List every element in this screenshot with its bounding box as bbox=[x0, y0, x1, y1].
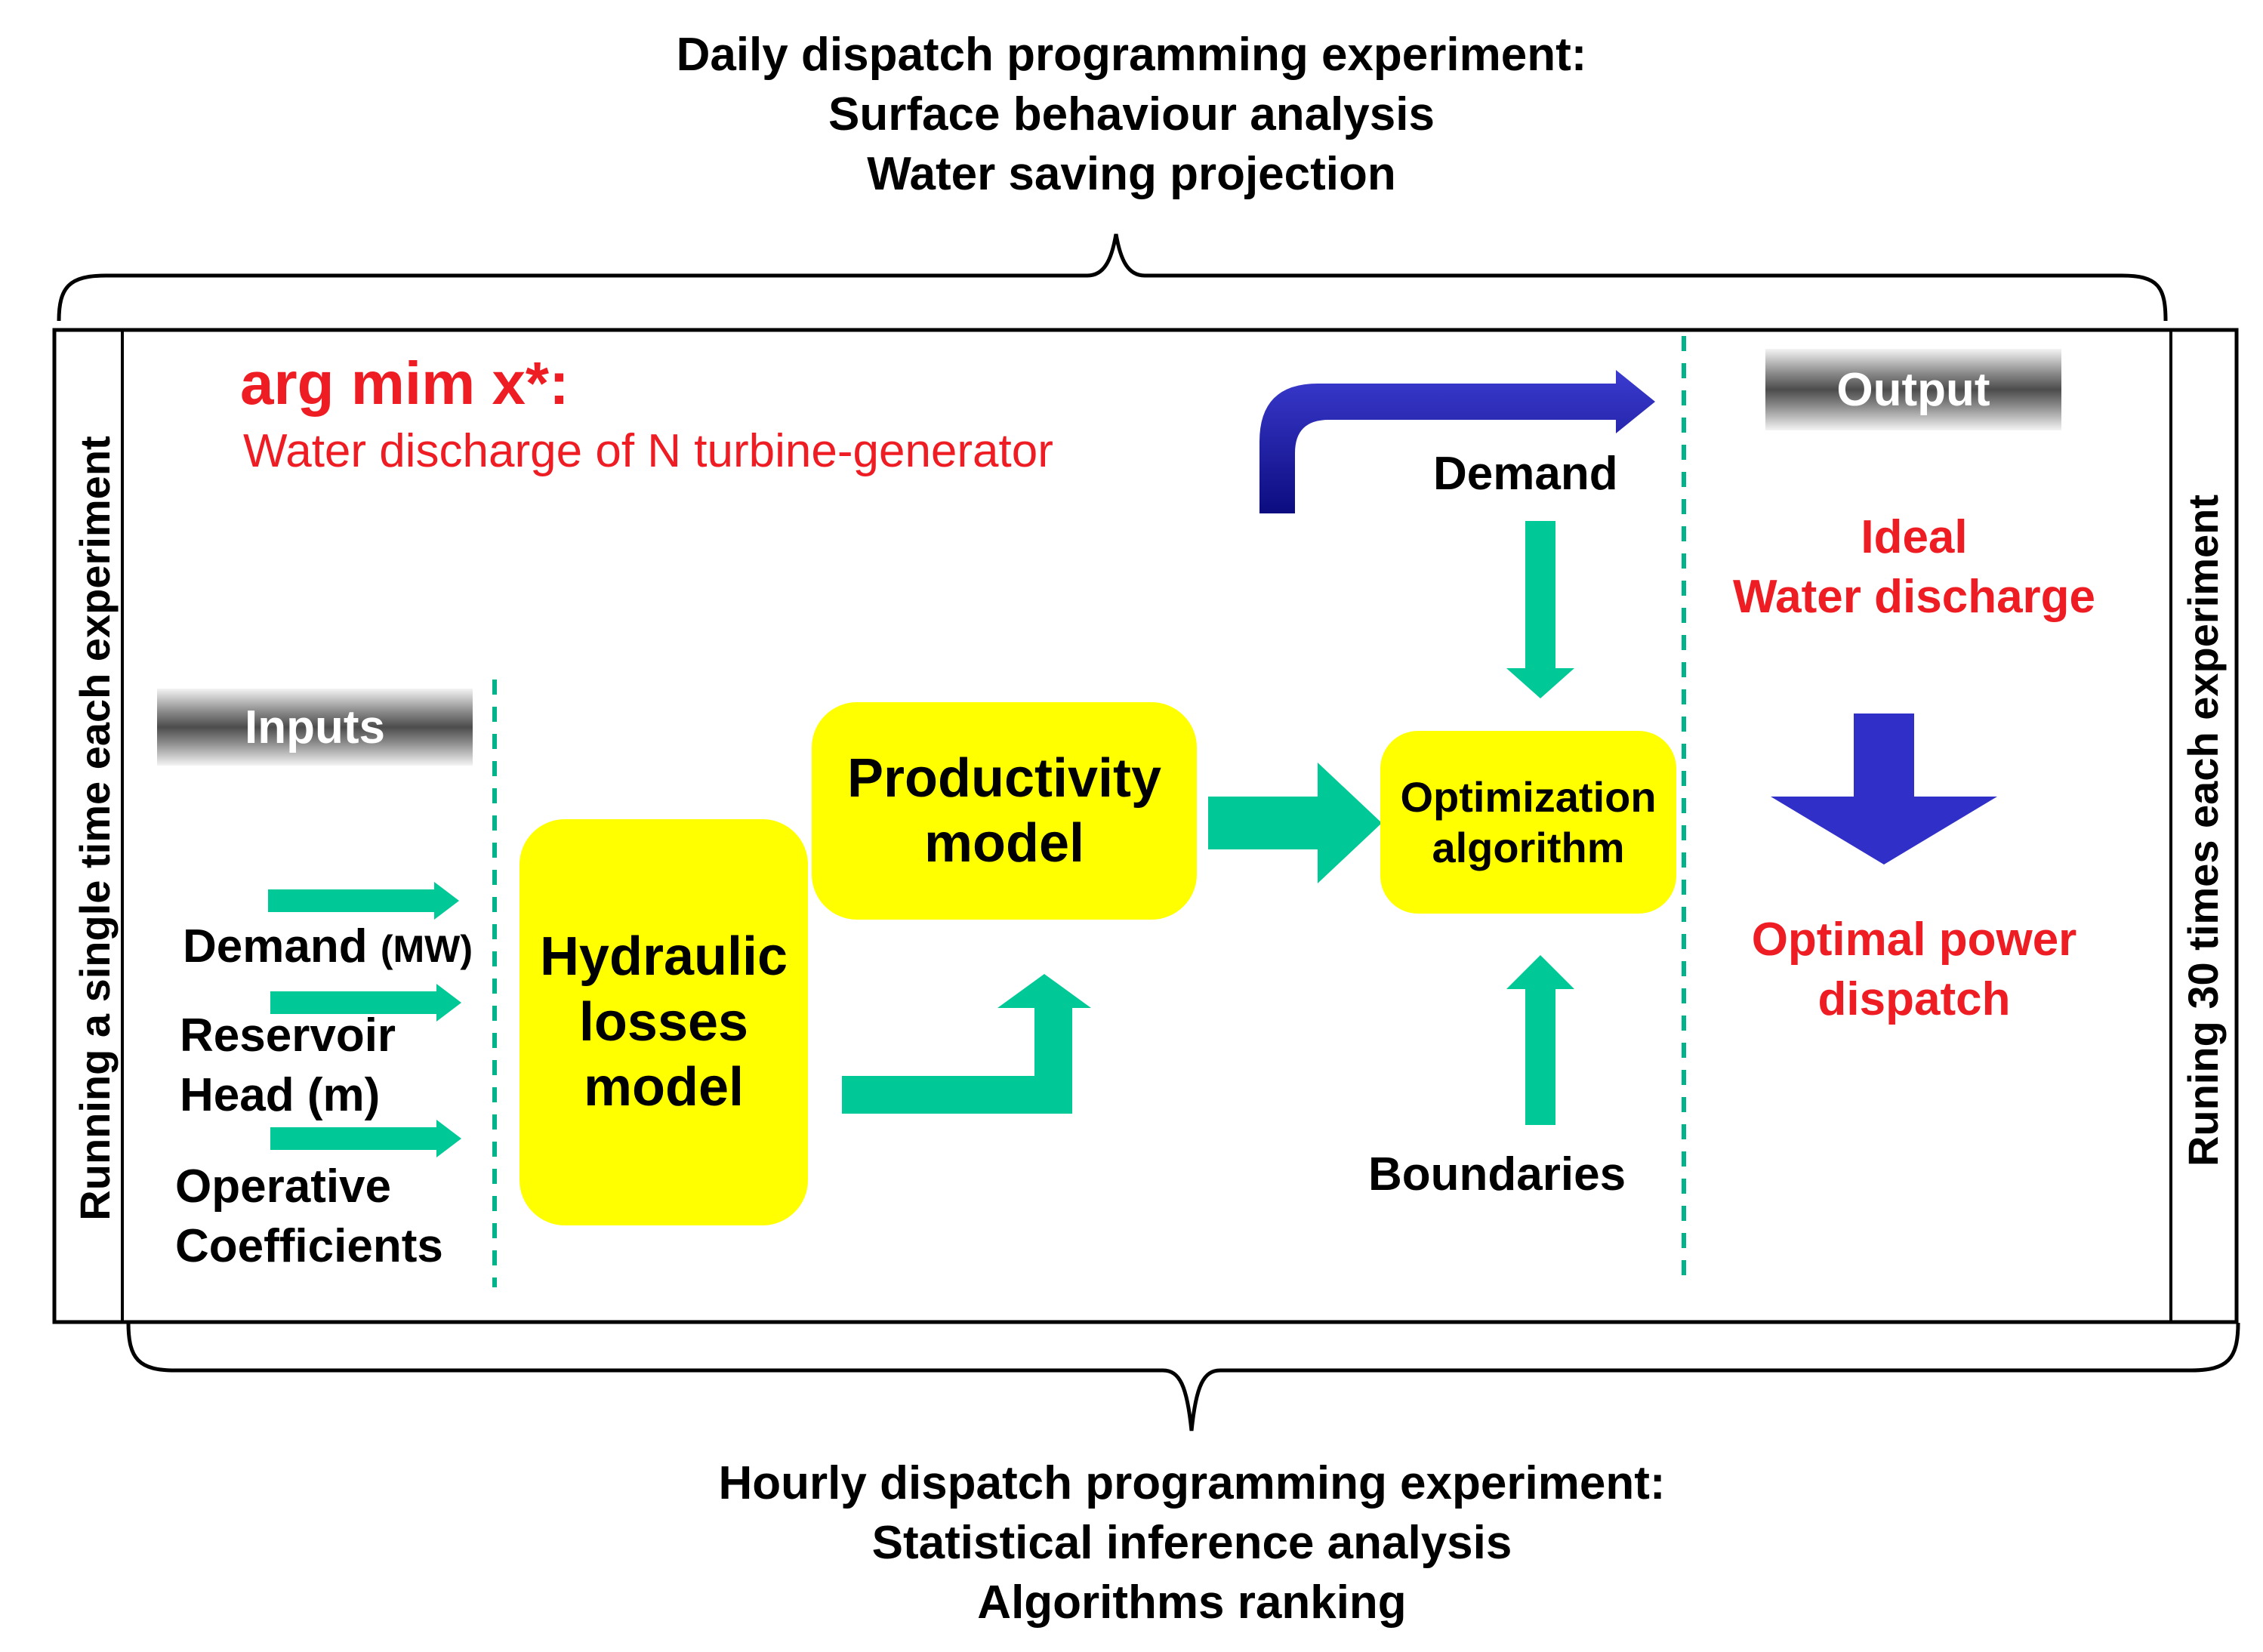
optimization-line2: algorithm bbox=[1432, 824, 1625, 871]
top-caption-line3: Water saving projection bbox=[867, 148, 1396, 200]
inputs-banner-label: Inputs bbox=[245, 701, 385, 754]
output-down-arrow bbox=[1771, 714, 1997, 865]
output-banner-label: Output bbox=[1836, 363, 1990, 416]
productivity-to-optimization-arrow bbox=[1208, 763, 1382, 883]
bottom-caption-line1: Hourly dispatch programming experiment: bbox=[718, 1457, 1666, 1509]
input-demand-unit: (MW) bbox=[380, 928, 473, 970]
coefficients-input-arrow bbox=[270, 1120, 461, 1157]
input-demand-text: Demand bbox=[183, 920, 368, 972]
optimal-power-dispatch: Optimal power dispatch bbox=[1654, 910, 2175, 1029]
input-demand-label: Demand (MW) bbox=[183, 920, 473, 973]
input-coefficients-line1: Operative bbox=[175, 1160, 392, 1213]
optimization-algorithm-box: Optimization algorithm bbox=[1380, 731, 1676, 914]
ideal-line1: Ideal bbox=[1861, 511, 1968, 563]
top-caption-line2: Surface behaviour analysis bbox=[828, 88, 1435, 140]
objective-subtitle: Water discharge of N turbine-generator bbox=[243, 425, 1053, 477]
ideal-water-discharge: Ideal Water discharge bbox=[1654, 507, 2175, 627]
demand-input-arrow bbox=[268, 882, 459, 920]
optimal-line1: Optimal power bbox=[1751, 914, 2077, 966]
input-reservoir-label: Reservoir Head (m) bbox=[180, 1006, 396, 1125]
optimization-line1: Optimization bbox=[1400, 772, 1657, 821]
main-frame bbox=[52, 328, 2239, 1324]
hydraulic-line3: model bbox=[583, 1057, 745, 1118]
bottom-caption: Hourly dispatch programming experiment: … bbox=[60, 1453, 2263, 1632]
productivity-line1: Productivity bbox=[846, 747, 1162, 809]
optimal-line2: dispatch bbox=[1817, 973, 2011, 1025]
productivity-model-box: Productivity model bbox=[812, 702, 1197, 920]
reservoir-input-arrow bbox=[270, 984, 461, 1022]
hydraulic-line2: losses bbox=[578, 991, 749, 1053]
boundaries-to-optimization-arrow bbox=[1506, 955, 1574, 1125]
left-side-label: Running a single time each experiment bbox=[71, 436, 119, 1221]
demand-label: Demand bbox=[1433, 448, 1618, 500]
hydraulic-line1: Hydraulic bbox=[539, 926, 788, 988]
input-reservoir-line2: Head (m) bbox=[180, 1069, 381, 1121]
top-caption-line1: Daily dispatch programming experiment: bbox=[676, 29, 1587, 81]
inputs-banner: Inputs bbox=[157, 689, 473, 766]
ideal-line2: Water discharge bbox=[1732, 571, 2096, 623]
productivity-line2: model bbox=[923, 813, 1084, 874]
boundaries-label: Boundaries bbox=[1368, 1148, 1626, 1200]
hydraulic-losses-model-box: Hydraulic losses model bbox=[520, 819, 808, 1225]
bottom-caption-line3: Algorithms ranking bbox=[977, 1576, 1407, 1629]
right-side-label: Runing 30 times each experiment bbox=[2179, 494, 2227, 1167]
blue-demand-arrow bbox=[1259, 370, 1655, 513]
top-brace bbox=[57, 233, 2168, 322]
input-coefficients-label: Operative Coefficients bbox=[175, 1157, 443, 1276]
input-reservoir-line1: Reservoir bbox=[180, 1009, 396, 1062]
hydraulic-to-productivity-arrow bbox=[842, 974, 1091, 1114]
top-caption: Daily dispatch programming experiment: S… bbox=[0, 25, 2263, 204]
demand-to-optimization-arrow bbox=[1506, 521, 1574, 698]
objective-title: arg mim x*: bbox=[240, 350, 569, 417]
output-banner: Output bbox=[1765, 349, 2061, 430]
input-coefficients-line2: Coefficients bbox=[175, 1220, 443, 1272]
bottom-caption-line2: Statistical inference analysis bbox=[871, 1517, 1512, 1569]
bottom-brace bbox=[126, 1322, 2240, 1432]
